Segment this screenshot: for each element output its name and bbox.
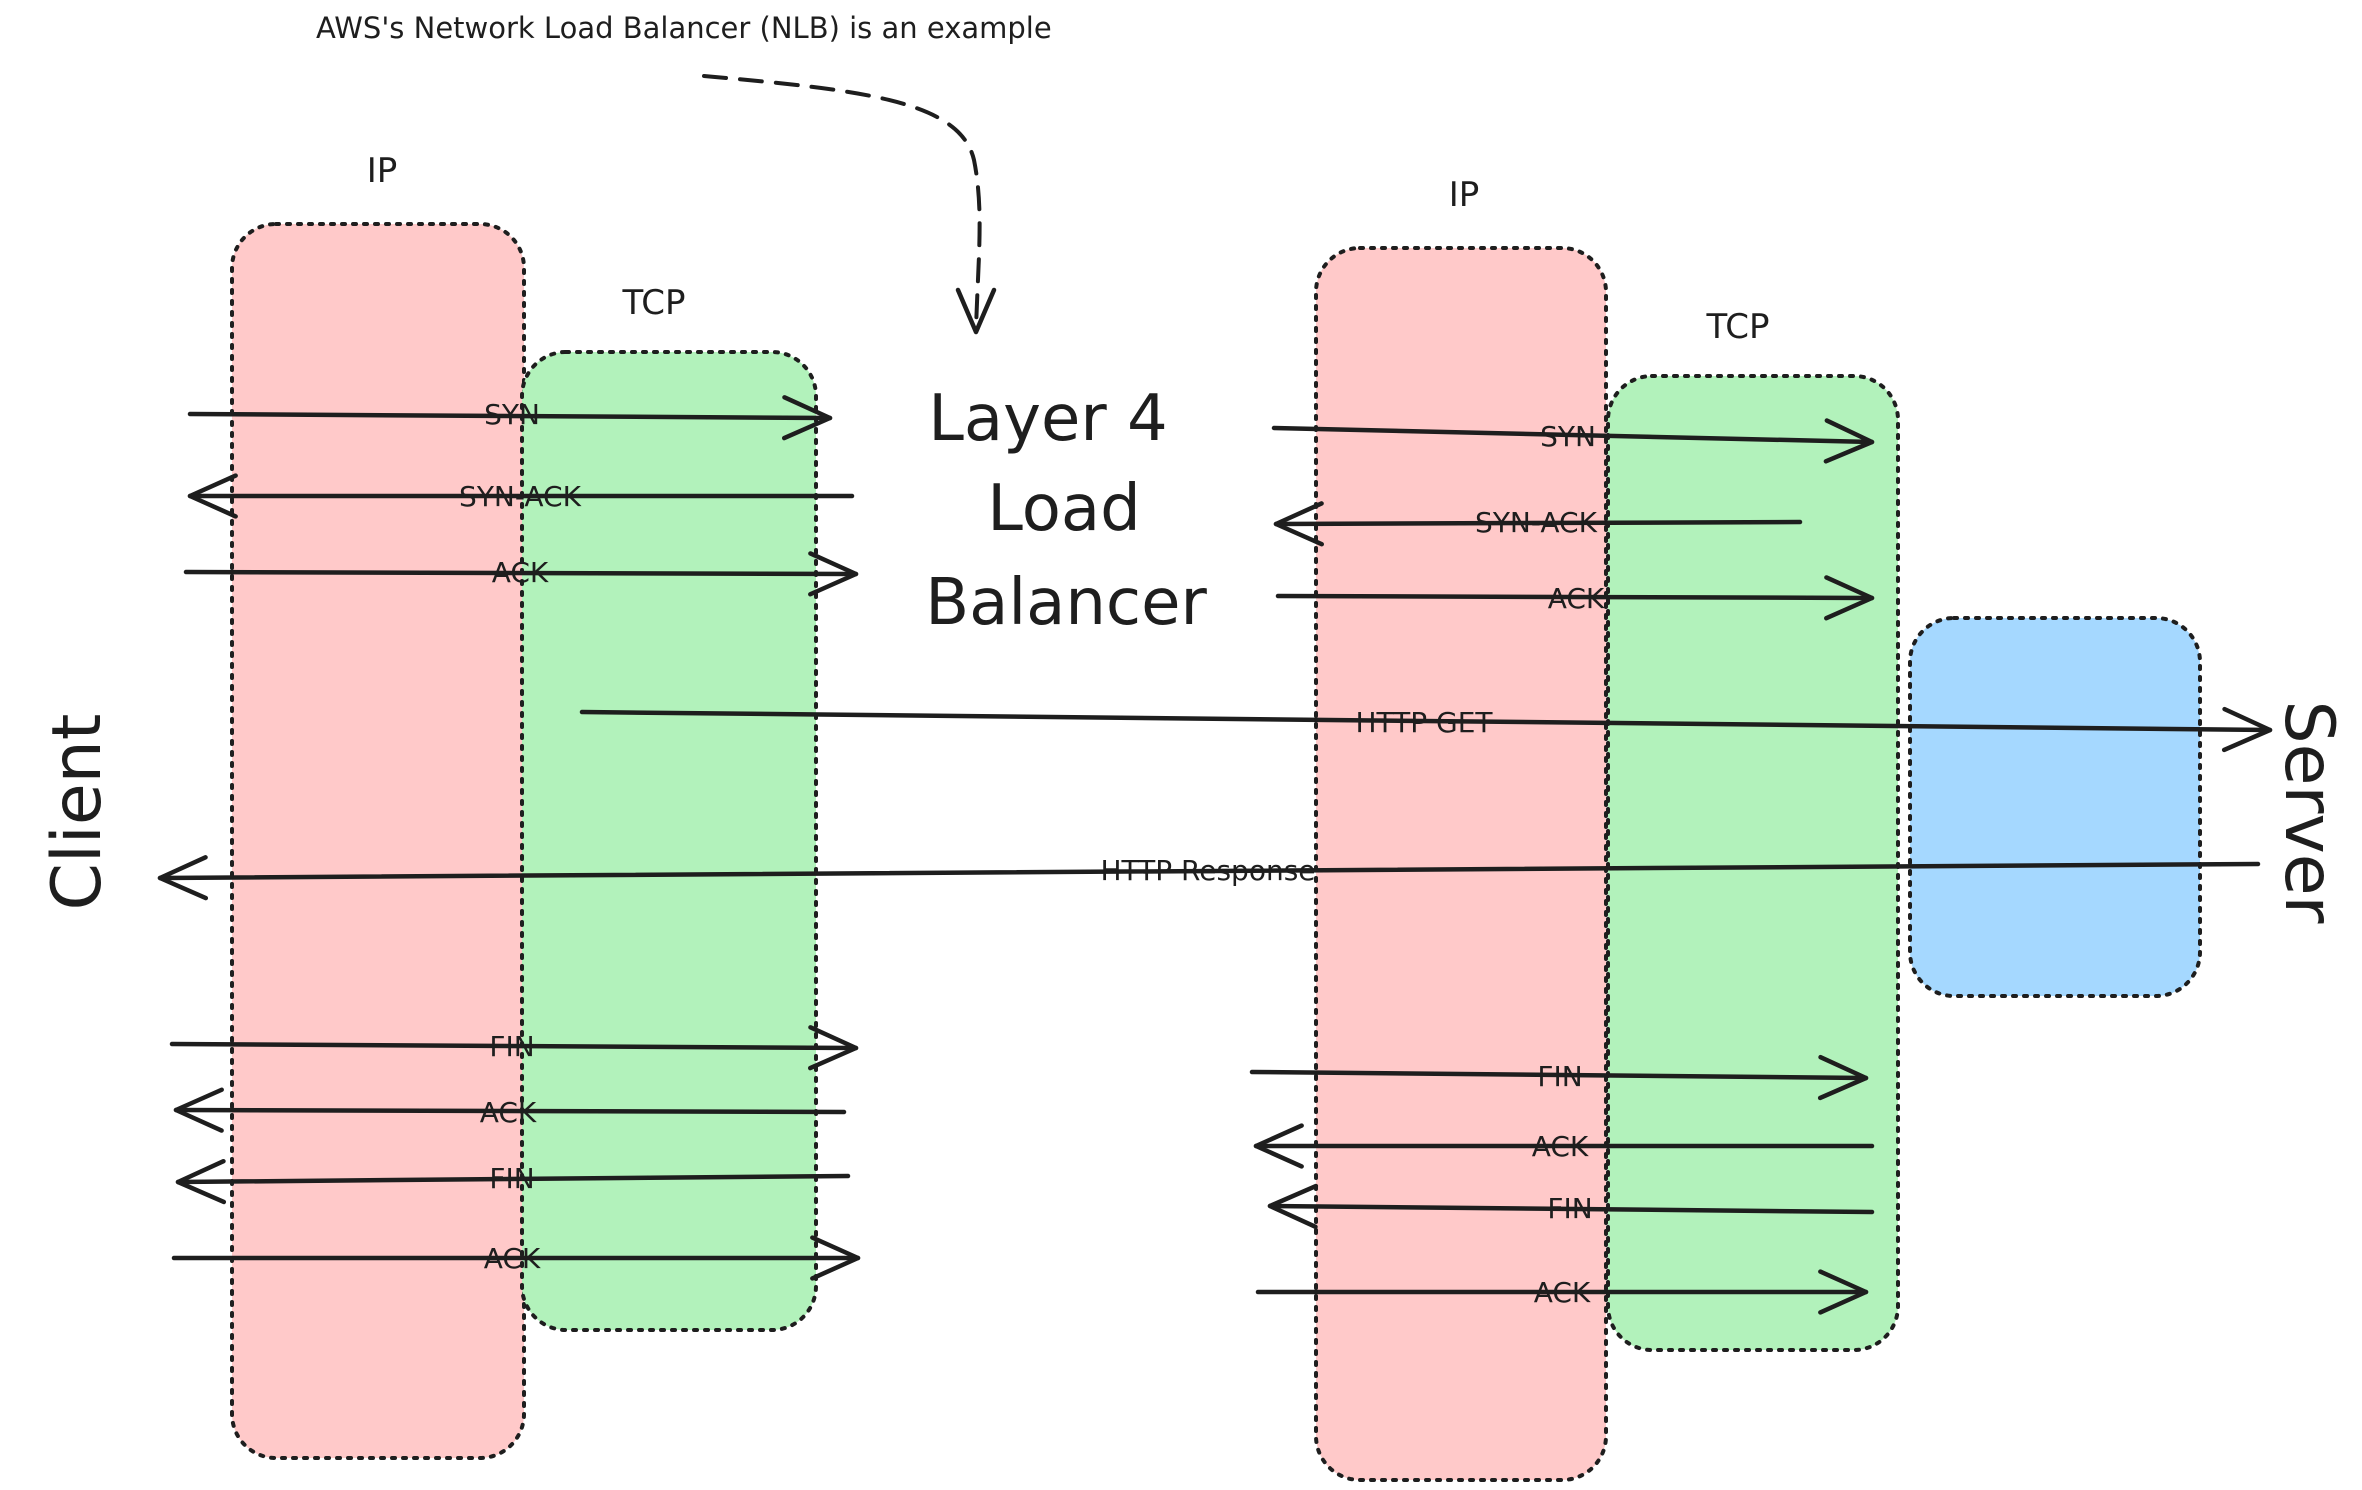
right-tcp-label: TCP [1705, 307, 1769, 347]
left-ack-arrow-1-line [173, 1107, 847, 1115]
right-ack-arrow-label: ACK [1548, 582, 1605, 615]
right-fin-arrow-1-line [1249, 1069, 1869, 1081]
left-ack-arrow-1: ACK [173, 1087, 847, 1133]
right-fin-arrow-2-head [1267, 1183, 1319, 1230]
right-stack: IP TCP [1314, 175, 2202, 1482]
left-fin-arrow-1-head [807, 1025, 859, 1071]
right-fin-arrow-2-line [1267, 1203, 1875, 1215]
left-fin-arrow-2-head [175, 1158, 227, 1205]
right-syn-arrow-line [1271, 425, 1875, 445]
left-syn-arrow-head [781, 395, 833, 441]
left-fin-arrow-2: FIN [175, 1158, 851, 1205]
message-arrows: SYN SYN-ACK ACK SYN SYN-ACK ACK HTTP GET HTTP R… [157, 395, 2273, 1315]
right-ack-arrow-1-label: ACK [1532, 1130, 1589, 1163]
left-ip-label: IP [367, 151, 398, 191]
right-syn-ack-arrow-head [1273, 501, 1324, 547]
right-fin-arrow-1: FIN [1249, 1054, 1869, 1101]
left-fin-arrow-1-label: FIN [489, 1030, 534, 1063]
left-ack-arrow-head [808, 551, 859, 597]
right-ack-arrow-2-head [1818, 1269, 1869, 1315]
center-title-line-2: Load [987, 472, 1141, 546]
right-ip-box [1314, 246, 1608, 1482]
right-syn-arrow: SYN [1271, 418, 1875, 464]
left-tcp-label: TCP [621, 283, 685, 323]
right-syn-arrow-head [1823, 418, 1875, 464]
http-get-arrow-line [579, 709, 2273, 733]
left-ack-arrow-2-label: ACK [484, 1242, 541, 1275]
right-syn-ack-arrow: SYN-ACK [1273, 501, 1803, 547]
left-syn-arrow: SYN [187, 395, 833, 441]
right-ack-arrow-2: ACK [1255, 1269, 1869, 1315]
left-ack-arrow-line [183, 569, 859, 577]
left-fin-arrow-1-line [169, 1041, 859, 1051]
right-ip-label: IP [1449, 175, 1480, 215]
left-syn-arrow-line [187, 411, 833, 421]
right-ack-arrow-1: ACK [1253, 1123, 1875, 1169]
annotation-arrowhead [955, 287, 997, 335]
server-label: Server [2269, 701, 2348, 924]
right-fin-arrow-2: FIN [1267, 1183, 1875, 1230]
center-title: Layer 4 Load Balancer [925, 382, 1207, 640]
http-response-arrow: HTTP Response [157, 854, 2261, 901]
http-response-arrow-head [157, 855, 209, 901]
left-stack: IP TCP [230, 151, 818, 1460]
left-fin-arrow-2-label: FIN [489, 1162, 534, 1195]
annotation-text: AWS's Network Load Balancer (NLB) is an … [316, 11, 1052, 45]
left-syn-ack-arrow-label: SYN-ACK [459, 480, 582, 513]
right-ack-arrow-1-head [1253, 1123, 1304, 1169]
right-syn-ack-arrow-line [1273, 519, 1803, 527]
left-ip-box [230, 222, 526, 1460]
center-title-line-1: Layer 4 [928, 382, 1168, 456]
annotation-dashed-arrow [702, 74, 982, 332]
annotation: AWS's Network Load Balancer (NLB) is an … [316, 11, 1052, 335]
http-get-arrow-label: HTTP GET [1355, 706, 1493, 739]
right-ack-arrow-2-label: ACK [1534, 1276, 1591, 1309]
right-syn-ack-arrow-label: SYN-ACK [1475, 506, 1598, 539]
left-ack-arrow: ACK [183, 551, 859, 597]
left-ack-arrow-1-label: ACK [480, 1096, 537, 1129]
left-ack-arrow-1-head [173, 1087, 224, 1133]
right-syn-arrow-label: SYN [1540, 420, 1596, 453]
right-fin-arrow-1-label: FIN [1537, 1060, 1582, 1093]
left-syn-ack-arrow: SYN-ACK [187, 473, 855, 519]
center-title-line-3: Balancer [925, 566, 1207, 640]
left-ack-arrow-2-head [810, 1235, 861, 1281]
client-label: Client [38, 714, 117, 911]
left-tcp-box [520, 350, 818, 1332]
left-ack-arrow-label: ACK [492, 556, 549, 589]
left-fin-arrow-1: FIN [169, 1025, 859, 1071]
left-ack-arrow-2: ACK [171, 1235, 861, 1281]
http-response-arrow-label: HTTP Response [1100, 854, 1315, 887]
right-fin-arrow-1-head [1817, 1054, 1869, 1101]
http-get-arrow: HTTP GET [579, 706, 2273, 753]
right-fin-arrow-2-label: FIN [1547, 1192, 1592, 1225]
right-ack-arrow-head [1824, 575, 1875, 621]
left-fin-arrow-2-line [175, 1173, 851, 1185]
left-syn-ack-arrow-head [187, 473, 238, 519]
right-ack-arrow-line [1275, 593, 1875, 601]
http-get-arrow-head [2221, 706, 2273, 753]
server-app-box [1908, 616, 2202, 998]
right-ack-arrow: ACK [1275, 575, 1875, 621]
http-response-arrow-line [157, 861, 2261, 881]
left-syn-arrow-label: SYN [484, 398, 540, 431]
